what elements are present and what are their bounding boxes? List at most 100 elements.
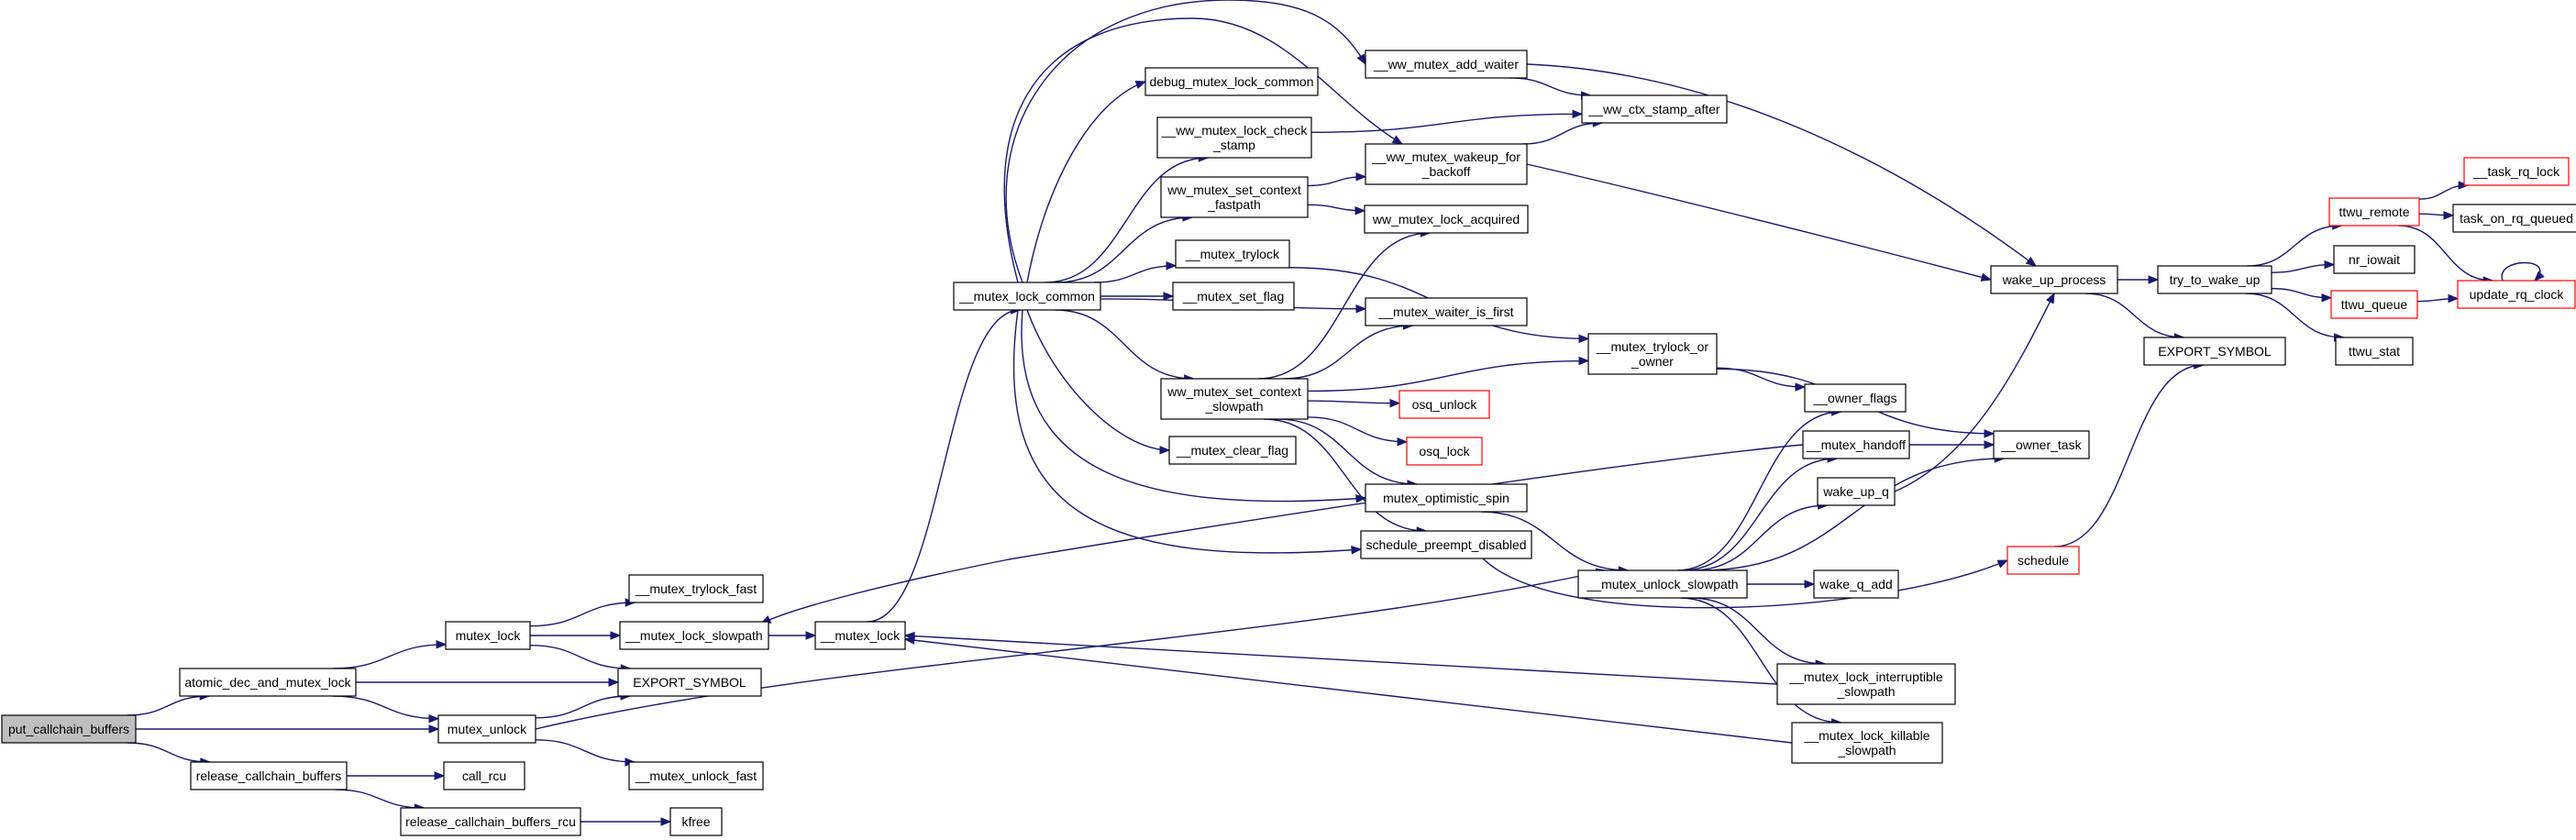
node---ww-mutex-wakeup-for-backoff[interactable]: __ww_mutex_wakeup_for_backoff bbox=[1365, 143, 1528, 185]
edge-try_to_wake_up-to-nr_iowait bbox=[2271, 260, 2336, 273]
edge-line bbox=[127, 742, 210, 763]
node-ww-mutex-lock-acquired[interactable]: ww_mutex_lock_acquired bbox=[1364, 204, 1529, 234]
node-schedule[interactable]: schedule bbox=[2007, 546, 2080, 575]
node-osq-unlock[interactable]: osq_unlock bbox=[1399, 390, 1490, 419]
node---ww-mutex-add-waiter[interactable]: __ww_mutex_add_waiter bbox=[1365, 50, 1528, 79]
edge-arrowhead bbox=[1996, 559, 2009, 569]
node-box bbox=[669, 807, 723, 836]
edge-line bbox=[2084, 293, 2184, 338]
node---mutex-waiter-is-first[interactable]: __mutex_waiter_is_first bbox=[1365, 297, 1528, 326]
node-debug-mutex-lock-common[interactable]: debug_mutex_lock_common bbox=[1144, 67, 1319, 96]
edge-wake_up_process-to-try_to_wake_up bbox=[2117, 275, 2160, 284]
node---mutex-lock-interruptible-slowpath[interactable]: __mutex_lock_interruptible_slowpath bbox=[1776, 663, 1956, 705]
edge-arrowhead bbox=[1163, 292, 1175, 301]
edge-arrowhead bbox=[2148, 275, 2160, 284]
node-label: __mutex_clear_flag bbox=[1176, 443, 1288, 458]
node-mutex-optimistic-spin[interactable]: mutex_optimistic_spin bbox=[1365, 483, 1528, 513]
node-wake-up-q[interactable]: wake_up_q bbox=[1817, 477, 1896, 506]
node-update-rq-clock[interactable]: update_rq_clock bbox=[2457, 280, 2576, 309]
node-atomic-dec-and-mutex-lock[interactable]: atomic_dec_and_mutex_lock bbox=[179, 668, 357, 697]
node-put-callchain-buffers[interactable]: put_callchain_buffers bbox=[1, 714, 137, 744]
node-export-symbol-2[interactable]: EXPORT_SYMBOL bbox=[2143, 337, 2286, 366]
node---mutex-lock-killable-slowpath[interactable]: __mutex_lock_killable_slowpath bbox=[1791, 722, 1943, 764]
node-ttwu-queue[interactable]: ttwu_queue bbox=[2330, 290, 2418, 319]
edge-__mutex_lock_common-to-schedule_preempt_disabled bbox=[1012, 309, 1363, 555]
edge-line bbox=[1676, 411, 1841, 571]
node-box bbox=[2452, 204, 2576, 233]
node-release-callchain-buffers-rcu[interactable]: release_callchain_buffers_rcu bbox=[400, 807, 581, 836]
node-wake-up-process[interactable]: wake_up_process bbox=[1990, 265, 2118, 294]
node-mutex-lock[interactable]: mutex_lock bbox=[445, 621, 531, 650]
node-ttwu-stat[interactable]: ttwu_stat bbox=[2335, 337, 2414, 366]
node---mutex-clear-flag[interactable]: __mutex_clear_flag bbox=[1168, 436, 1297, 465]
edge-line bbox=[1012, 309, 1362, 554]
node-ttwu-remote[interactable]: ttwu_remote bbox=[2328, 197, 2420, 227]
edge-__ww_mutex_add_waiter-to-__ww_ctx_stamp_after bbox=[1509, 77, 1592, 100]
node-label: __mutex_lock_common bbox=[958, 289, 1095, 304]
edge-arrowhead bbox=[428, 713, 440, 724]
edge-mutex_lock-to-__mutex_lock_slowpath bbox=[529, 631, 622, 640]
node---owner-task[interactable]: __owner_task bbox=[1993, 430, 2090, 459]
node-kfree[interactable]: kfree bbox=[669, 807, 723, 836]
node-label: __mutex_trylock bbox=[1185, 247, 1280, 261]
node-box bbox=[814, 621, 906, 650]
edge-line bbox=[1094, 265, 1177, 283]
node-label: __mutex_lock_interruptible bbox=[1788, 669, 1943, 684]
node-call-rcu[interactable]: call_rcu bbox=[443, 761, 525, 790]
edge-line bbox=[867, 309, 1021, 623]
node-label: _fastpath bbox=[1207, 197, 1261, 212]
node-label: _stamp bbox=[1212, 138, 1255, 152]
node-box bbox=[443, 761, 525, 790]
edge-line bbox=[1690, 597, 1826, 665]
edge-__mutex_lock-to-__mutex_lock_common bbox=[867, 305, 1022, 623]
node-mutex-unlock[interactable]: mutex_unlock bbox=[437, 714, 536, 744]
node-label: release_callchain_buffers_rcu bbox=[405, 814, 576, 829]
node---mutex-lock-slowpath[interactable]: __mutex_lock_slowpath bbox=[619, 621, 769, 650]
node-nr-iowait[interactable]: nr_iowait bbox=[2333, 245, 2416, 274]
node---ww-mutex-lock-check-stamp[interactable]: __ww_mutex_lock_check_stamp bbox=[1156, 116, 1312, 159]
node-ww-mutex-set-context-slowpath[interactable]: ww_mutex_set_context_slowpath bbox=[1160, 378, 1309, 420]
node-box bbox=[2333, 245, 2416, 274]
node---owner-flags[interactable]: __owner_flags bbox=[1804, 383, 1907, 413]
node-export-symbol-1[interactable]: EXPORT_SYMBOL bbox=[617, 668, 762, 697]
node---mutex-unlock-fast[interactable]: __mutex_unlock_fast bbox=[628, 761, 764, 790]
node---ww-ctx-stamp-after[interactable]: __ww_ctx_stamp_after bbox=[1581, 94, 1728, 124]
node---mutex-trylock-fast[interactable]: __mutex_trylock_fast bbox=[628, 574, 764, 603]
node---mutex-set-flag[interactable]: __mutex_set_flag bbox=[1172, 282, 1295, 311]
edge-arrowhead bbox=[1356, 53, 1366, 66]
edge-line bbox=[1056, 216, 1192, 283]
edge-arrowhead bbox=[436, 640, 448, 649]
node-box bbox=[2328, 197, 2420, 227]
edge-line bbox=[1680, 597, 1841, 724]
node-osq-lock[interactable]: osq_lock bbox=[1406, 437, 1483, 466]
node-try-to-wake-up[interactable]: try_to_wake_up bbox=[2157, 265, 2272, 294]
node---mutex-lock[interactable]: __mutex_lock bbox=[814, 621, 906, 650]
edge-arrowhead bbox=[660, 817, 672, 826]
node-label: __ww_ctx_stamp_after bbox=[1587, 102, 1720, 116]
edge-line bbox=[1310, 113, 1583, 134]
edge-try_to_wake_up-to-ttwu_remote bbox=[2247, 221, 2344, 267]
node-task-on-rq-queued[interactable]: task_on_rq_queued bbox=[2452, 204, 2576, 233]
node-box bbox=[1990, 265, 2118, 294]
edge-ttwu_remote-to-__task_rq_lock bbox=[2418, 181, 2470, 200]
node-label: mutex_unlock bbox=[448, 722, 527, 736]
node---task-rq-lock[interactable]: __task_rq_lock bbox=[2463, 157, 2570, 186]
node-release-callchain-buffers[interactable]: release_callchain_buffers bbox=[190, 761, 348, 790]
edge-arrowhead bbox=[1351, 546, 1363, 555]
node---mutex-trylock[interactable]: __mutex_trylock bbox=[1175, 239, 1290, 269]
node---mutex-unlock-slowpath[interactable]: __mutex_unlock_slowpath bbox=[1577, 569, 1748, 599]
edge-arrowhead bbox=[2321, 293, 2333, 303]
node-label: _backoff bbox=[1421, 164, 1471, 179]
node-box bbox=[2463, 157, 2570, 186]
node---mutex-lock-common[interactable]: __mutex_lock_common bbox=[953, 282, 1101, 311]
node-label: _owner bbox=[1631, 354, 1674, 369]
node---mutex-trylock-or-owner[interactable]: __mutex_trylock_or_owner bbox=[1587, 333, 1718, 375]
node-schedule-preempt-disabled[interactable]: schedule_preempt_disabled bbox=[1360, 530, 1532, 559]
edge-arrowhead bbox=[608, 678, 620, 687]
edge-mutex_unlock-to-export_symbol_1 bbox=[535, 691, 632, 719]
node-wake-q-add[interactable]: wake_q_add bbox=[1813, 569, 1899, 599]
node---mutex-handoff[interactable]: __mutex_handoff bbox=[1802, 430, 1910, 459]
node-box bbox=[1804, 383, 1907, 413]
edge-line bbox=[335, 789, 425, 809]
node-ww-mutex-set-context-fastpath[interactable]: ww_mutex_set_context_fastpath bbox=[1160, 176, 1309, 218]
